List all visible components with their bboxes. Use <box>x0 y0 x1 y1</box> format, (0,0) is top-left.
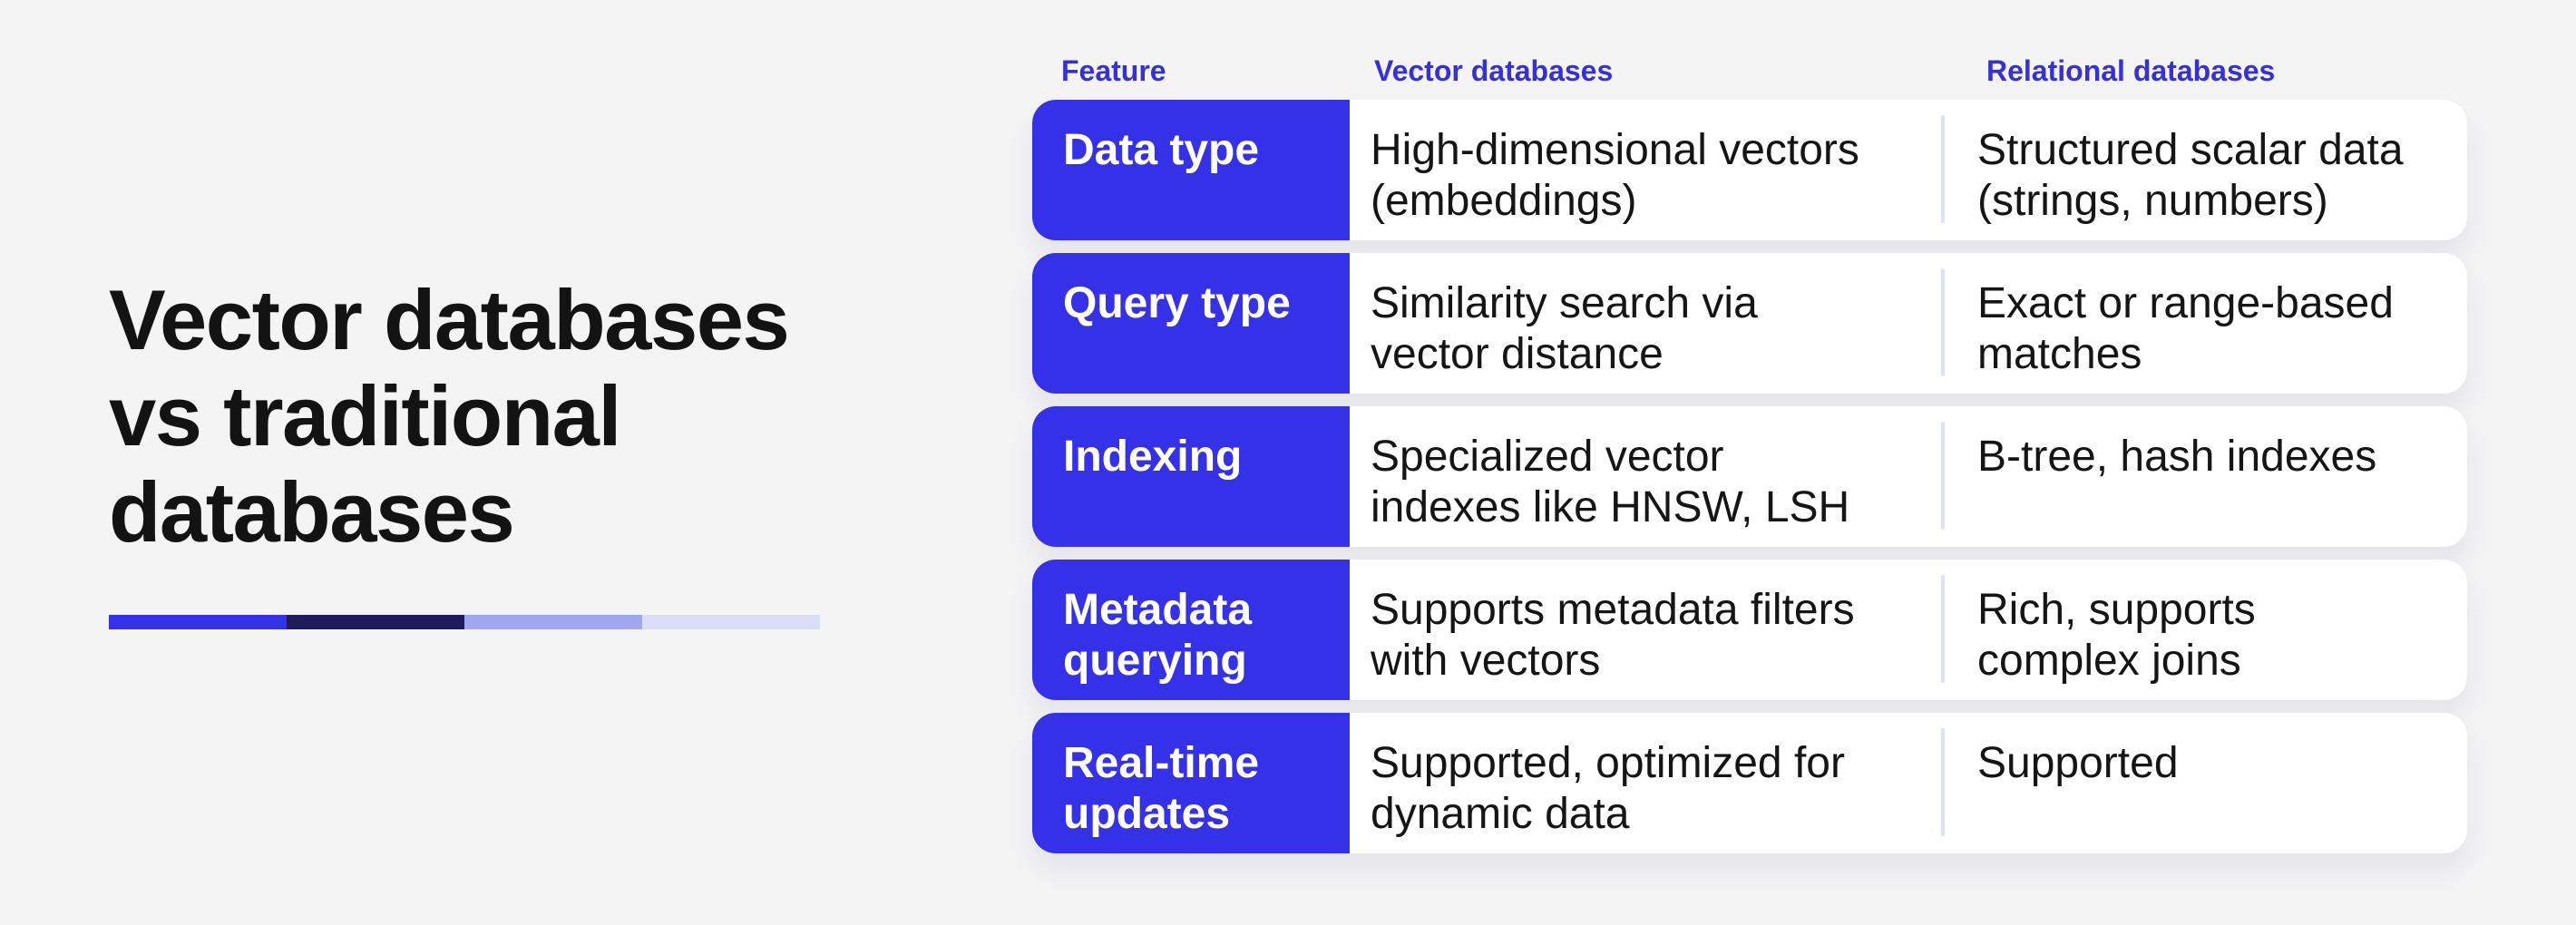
feature-label-cell: Real-time updates <box>1032 713 1350 853</box>
table-row-real-time-updates: Real-time updates Supported, optimized f… <box>1032 713 2467 853</box>
row-content-card: Specialized vector indexes like HNSW, LS… <box>1350 406 2467 547</box>
relational-db-cell: Rich, supports complex joins <box>1977 586 2256 685</box>
feature-label-cell: Query type <box>1032 253 1350 394</box>
comparison-table: Feature Vector databases Relational data… <box>1032 53 2467 866</box>
header-feature: Feature <box>1061 54 1166 87</box>
row-content-card: Supported, optimized for dynamic data Su… <box>1350 713 2467 853</box>
accent-bar-segment-3 <box>464 615 642 629</box>
vector-db-cell: High-dimensional vectors (embeddings) <box>1371 126 1859 225</box>
table-row-metadata-querying: Metadata querying Supports metadata filt… <box>1032 560 2467 700</box>
page-title: Vector databases vs traditional database… <box>109 272 790 560</box>
feature-label-cell: Metadata querying <box>1032 560 1350 700</box>
relational-db-cell: Exact or range-based matches <box>1977 279 2394 378</box>
table-row-indexing: Indexing Specialized vector indexes like… <box>1032 406 2467 547</box>
row-content-card: Supports metadata filters with vectors R… <box>1350 560 2467 700</box>
feature-label-cell: Indexing <box>1032 406 1350 547</box>
vector-db-cell: Similarity search via vector distance <box>1371 279 1758 378</box>
column-divider <box>1941 268 1945 376</box>
relational-db-cell: Structured scalar data (strings, numbers… <box>1977 126 2404 225</box>
accent-bar <box>109 615 820 629</box>
accent-bar-segment-4 <box>642 615 820 629</box>
vector-db-cell: Specialized vector indexes like HNSW, LS… <box>1371 433 1850 531</box>
relational-db-cell: B-tree, hash indexes <box>1977 433 2377 481</box>
row-content-card: High-dimensional vectors (embeddings) St… <box>1350 100 2467 240</box>
accent-bar-segment-1 <box>109 615 287 629</box>
vector-db-cell: Supports metadata filters with vectors <box>1371 586 1855 685</box>
column-divider <box>1941 728 1945 836</box>
feature-label-cell: Data type <box>1032 100 1350 240</box>
header-relational-databases: Relational databases <box>1986 54 2276 87</box>
column-divider <box>1941 422 1945 530</box>
title-block: Vector databases vs traditional database… <box>109 272 980 629</box>
header-vector-databases: Vector databases <box>1374 54 1614 87</box>
table-row-query-type: Query type Similarity search via vector … <box>1032 253 2467 394</box>
column-divider <box>1941 575 1945 683</box>
vector-db-cell: Supported, optimized for dynamic data <box>1371 739 1845 838</box>
row-content-card: Similarity search via vector distance Ex… <box>1350 253 2467 394</box>
table-header: Feature Vector databases Relational data… <box>1032 53 2467 100</box>
column-divider <box>1941 115 1945 223</box>
relational-db-cell: Supported <box>1977 739 2179 787</box>
table-row-data-type: Data type High-dimensional vectors (embe… <box>1032 100 2467 240</box>
accent-bar-segment-2 <box>287 615 464 629</box>
